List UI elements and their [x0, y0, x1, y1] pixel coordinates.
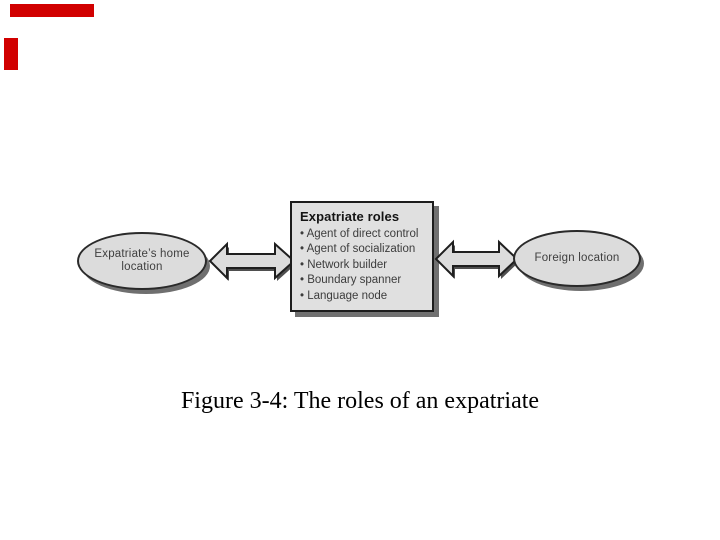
- home-location-label-line1: Expatriate’s home: [94, 247, 190, 260]
- foreign-location-label: Foreign location: [534, 251, 620, 264]
- roles-bullet-item: • Language node: [300, 289, 388, 302]
- roles-bullet-item: • Network builder: [300, 258, 388, 271]
- red-decoration-bar: [10, 4, 94, 17]
- roles-bullet-item: • Agent of socialization: [300, 243, 416, 256]
- home-location-label: Expatriate’s home location: [94, 248, 189, 275]
- expatriate-roles-box: Expatriate roles • Agent of direct contr…: [290, 201, 434, 312]
- home-location-ellipse: Expatriate’s home location: [77, 232, 207, 290]
- roles-bullet-item: • Agent of direct control: [300, 228, 419, 240]
- red-decoration-block: [4, 38, 18, 70]
- roles-bullet-item: • Boundary spanner: [300, 274, 402, 287]
- double-arrow-right-icon: [434, 239, 519, 279]
- figure-caption: Figure 3-4: The roles of an expatriate: [180, 388, 540, 414]
- double-arrow-left-icon: [208, 241, 296, 281]
- home-location-label-line2: location: [121, 261, 163, 273]
- roles-box-title: Expatriate roles: [300, 209, 400, 224]
- foreign-location-ellipse: Foreign location: [513, 230, 641, 287]
